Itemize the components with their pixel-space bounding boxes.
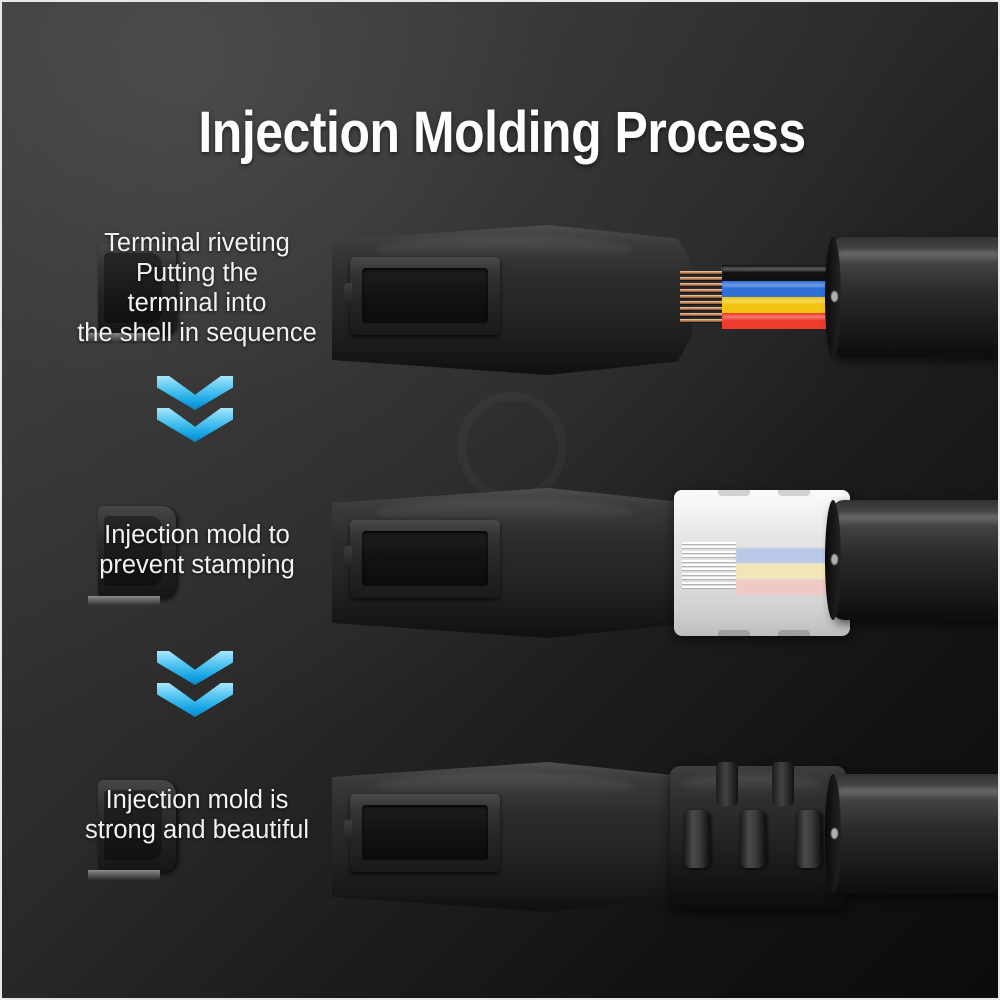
overmold-notch bbox=[718, 490, 750, 496]
caption-line: prevent stamping bbox=[99, 551, 295, 579]
cable-jacket bbox=[825, 237, 998, 357]
page-title: Injection Molding Process bbox=[198, 100, 806, 165]
step-3-illustration bbox=[2, 744, 998, 924]
colored-wires bbox=[722, 265, 844, 329]
wire bbox=[722, 281, 844, 297]
connector-cavity bbox=[362, 805, 488, 861]
wire-through-mold bbox=[736, 580, 850, 595]
overmold-ribs bbox=[682, 542, 736, 590]
connector-latch-tab bbox=[98, 243, 176, 335]
double-chevron-down-icon bbox=[157, 651, 233, 723]
copper-strand bbox=[680, 307, 724, 310]
caption-line: strong and beautiful bbox=[85, 816, 309, 844]
overmold-notch bbox=[778, 630, 810, 636]
translucent-overmold bbox=[674, 490, 850, 636]
copper-strand bbox=[680, 295, 724, 298]
strain-relief-rib bbox=[684, 810, 710, 868]
connector-cavity bbox=[362, 268, 488, 324]
caption-line: the shell in sequence bbox=[77, 319, 317, 347]
step-2-illustration bbox=[2, 470, 998, 650]
wire-through-mold bbox=[736, 564, 850, 579]
caption-line: terminal into bbox=[127, 289, 267, 317]
connector-latch-frame bbox=[344, 257, 500, 335]
strain-relief-top-rib bbox=[716, 762, 738, 806]
connector-latch-tab bbox=[98, 780, 176, 872]
connector-latch-tab bbox=[98, 506, 176, 598]
wire bbox=[722, 313, 844, 329]
connector-latch-lip bbox=[88, 596, 160, 606]
strain-relief-top-rib bbox=[772, 762, 794, 806]
cable-jacket bbox=[825, 774, 998, 894]
connector-latch-lip bbox=[88, 333, 160, 343]
strain-relief-rib bbox=[796, 810, 822, 868]
strain-relief-rib bbox=[740, 810, 766, 868]
caption-line: Injection mold to bbox=[104, 521, 290, 549]
copper-strand bbox=[680, 319, 724, 322]
copper-conductors bbox=[680, 271, 724, 323]
connector-latch-lip bbox=[88, 870, 160, 880]
wire-through-mold bbox=[736, 548, 850, 563]
caption-line: Injection mold is bbox=[105, 786, 289, 814]
copper-strand bbox=[680, 289, 724, 292]
copper-strand bbox=[680, 283, 724, 286]
molded-strain-relief bbox=[670, 762, 846, 908]
overmold-notch bbox=[778, 490, 810, 496]
caption-line: Putting the bbox=[136, 259, 258, 287]
wire bbox=[722, 297, 844, 313]
copper-strand bbox=[680, 277, 724, 280]
step-1-illustration bbox=[2, 207, 998, 387]
connector-cavity bbox=[362, 531, 488, 587]
copper-strand bbox=[680, 271, 724, 274]
caption-line: Terminal riveting bbox=[104, 229, 290, 257]
connector-latch-frame bbox=[344, 520, 500, 598]
copper-strand bbox=[680, 313, 724, 316]
double-chevron-down-icon bbox=[157, 376, 233, 448]
connector-latch-frame bbox=[344, 794, 500, 872]
cable-jacket bbox=[825, 500, 998, 620]
overmold-notch bbox=[718, 630, 750, 636]
copper-strand bbox=[680, 301, 724, 304]
wire bbox=[722, 265, 844, 281]
